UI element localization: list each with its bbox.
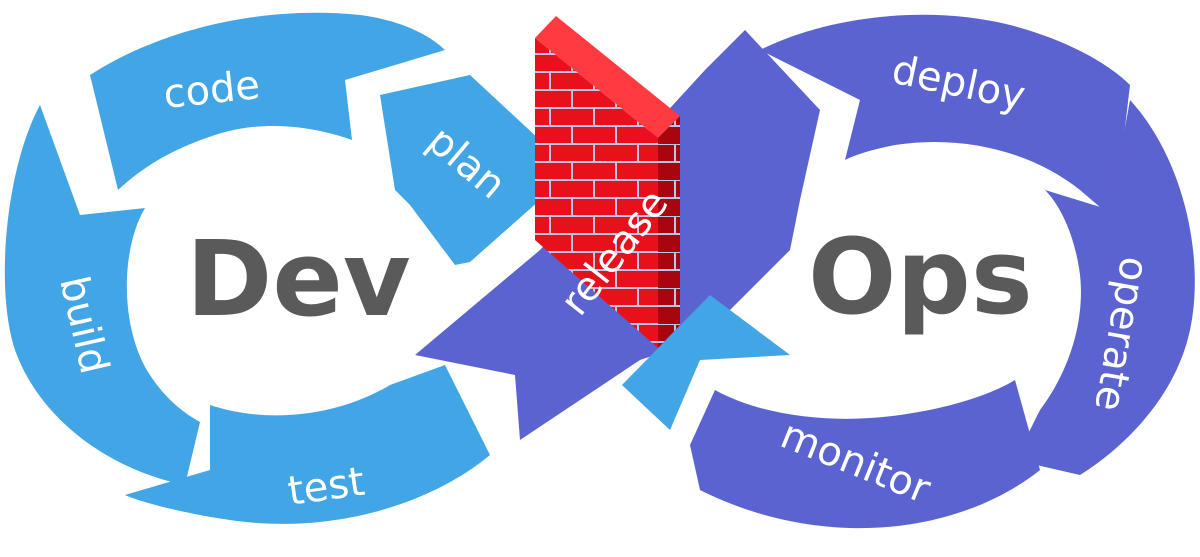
- wall-front: [535, 38, 658, 348]
- dev-loop: [4, 12, 540, 524]
- return-arrow: [622, 295, 790, 430]
- wall-side: [658, 116, 680, 348]
- code-segment: [90, 12, 445, 190]
- deploy-segment: [760, 14, 1130, 220]
- wall-top: [535, 16, 680, 138]
- test-segment: [125, 365, 490, 524]
- dev-title: Dev: [186, 218, 411, 340]
- operate-segment: [1015, 100, 1195, 475]
- label-test: test: [285, 459, 367, 515]
- plan-segment: [380, 75, 540, 265]
- firewall-brick-wall: [535, 16, 680, 348]
- label-code: code: [161, 62, 262, 118]
- monitor-segment: [690, 380, 1040, 529]
- ops-title: Ops: [808, 216, 1033, 338]
- build-segment: [4, 105, 200, 485]
